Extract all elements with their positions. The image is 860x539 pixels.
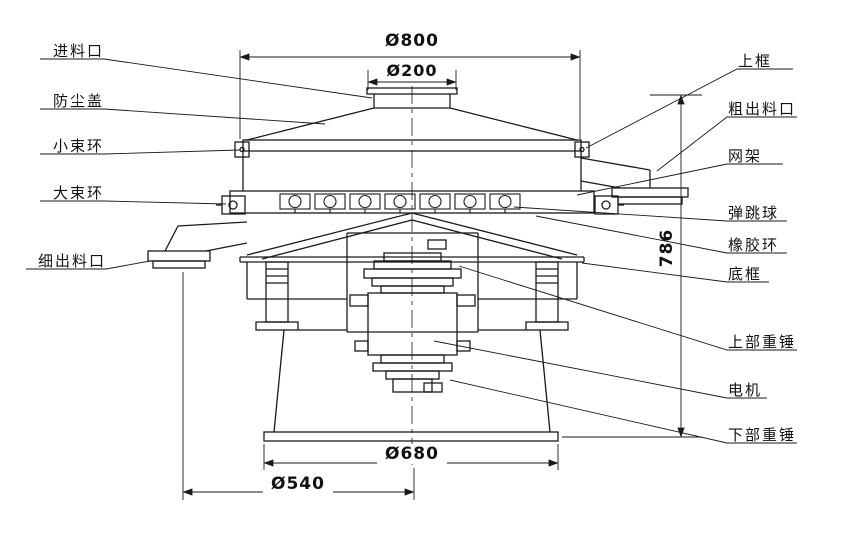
label-coarse-outlet: 粗出料口 [728,101,797,118]
dim-inlet-diameter: Ø200 [386,61,438,80]
dim-base-diameter: Ø680 [377,444,447,464]
label-bottom-frame: 底框 [728,266,763,283]
label-screen-frame: 网架 [728,148,763,165]
label-bouncing-ball: 弹跳球 [728,205,780,222]
label-lower-weight: 下部重锤 [728,427,797,444]
label-dust-cover: 防尘盖 [52,93,104,110]
label-fine-outlet: 细出料口 [37,253,106,270]
dimension-lines [182,50,702,500]
label-rubber-ring: 橡胶环 [728,237,780,254]
label-large-clamp-ring: 大束环 [52,185,104,202]
label-motor: 电机 [728,382,763,399]
machine-outline [147,87,689,442]
label-feed-inlet: 进料口 [52,43,104,60]
label-small-clamp-ring: 小束环 [52,138,104,155]
dim-bottom-span: Ø540 [263,474,333,494]
dim-top-diameter: Ø800 [385,31,439,51]
leader-lines [26,58,797,444]
label-upper-frame: 上框 [738,53,773,70]
label-upper-weight: 上部重锤 [728,334,797,351]
dim-height: 786 [657,228,677,268]
bounce-balls [279,193,521,213]
